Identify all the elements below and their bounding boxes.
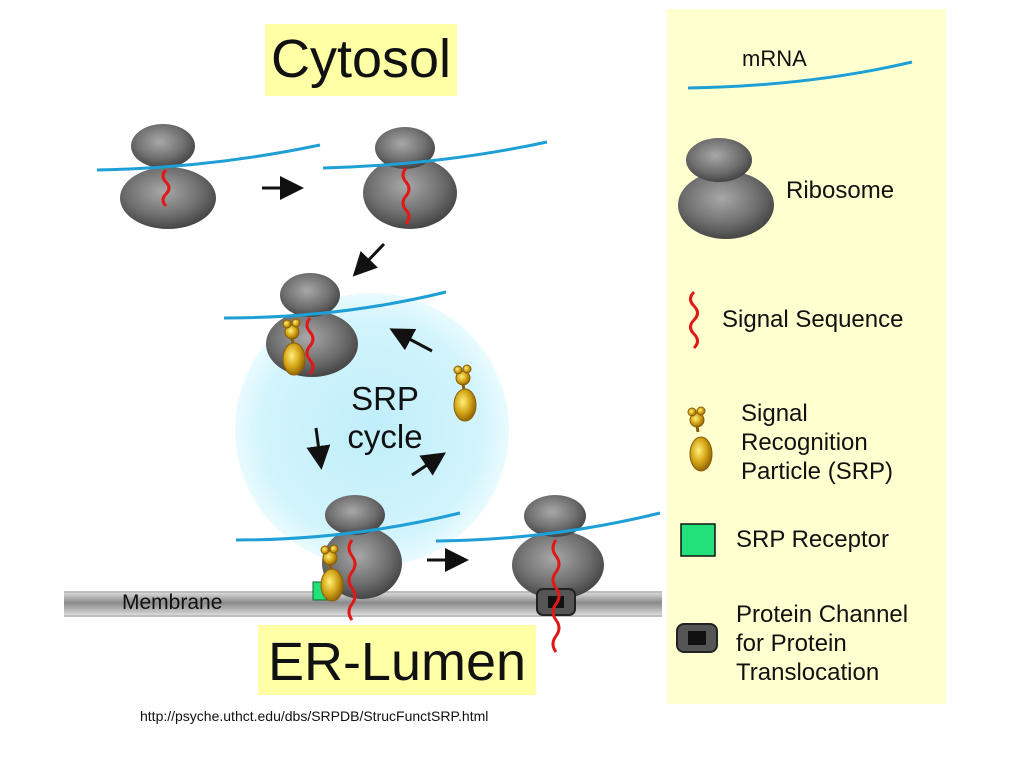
mrna-icon: [687, 60, 913, 90]
arrow-up-right: [411, 452, 446, 477]
legend-channel-line-2: for Protein: [736, 630, 847, 657]
legend-mrna-label: mRNA: [742, 46, 807, 71]
srp-icon: [687, 406, 713, 472]
ribosome-1: [96, 124, 321, 229]
ribosome-4: [235, 495, 461, 621]
arrow-down: [306, 427, 331, 470]
source-url[interactable]: http://psyche.uthct.edu/dbs/SRPDB/StrucF…: [140, 708, 489, 724]
legend-srp-label: Signal Recognition Particle (SRP): [741, 399, 941, 486]
legend-channel-line-1: Protein Channel: [736, 601, 909, 628]
legend-panel: [667, 9, 946, 704]
arrow-down-left: [352, 242, 386, 277]
srp-cycle-line-2: cycle: [347, 418, 423, 455]
signal-sequence-icon: [689, 290, 699, 350]
membrane-label: Membrane: [122, 591, 223, 614]
legend-channel-line-3: Translocation: [736, 659, 880, 686]
srp-cycle-line-1: SRP: [351, 380, 419, 417]
legend-protein-channel-label: Protein Channel for Protein Translocatio…: [736, 600, 946, 687]
ribosome-2: [322, 127, 548, 229]
srp-receptor-icon: [680, 523, 716, 557]
legend-srp-receptor-label: SRP Receptor: [736, 526, 889, 553]
arrow-up-left: [389, 328, 433, 353]
legend-signal-sequence-label: Signal Sequence: [722, 306, 904, 333]
arrows: [262, 176, 469, 572]
srp-cycle-label: SRP cycle: [330, 380, 440, 456]
legend-srp-line-1: Signal: [741, 400, 808, 427]
ribosome-icon: [678, 138, 774, 239]
ribosome-5: [435, 495, 661, 653]
ribosome-3: [223, 273, 447, 377]
protein-channel-icon: [676, 623, 718, 653]
legend-srp-line-3: Particle (SRP): [741, 458, 894, 485]
legend-ribosome-label: Ribosome: [786, 177, 895, 204]
er-lumen-title: ER-Lumen: [258, 625, 536, 695]
cytosol-title: Cytosol: [265, 24, 457, 96]
legend-srp-line-2: Recognition: [741, 429, 868, 456]
